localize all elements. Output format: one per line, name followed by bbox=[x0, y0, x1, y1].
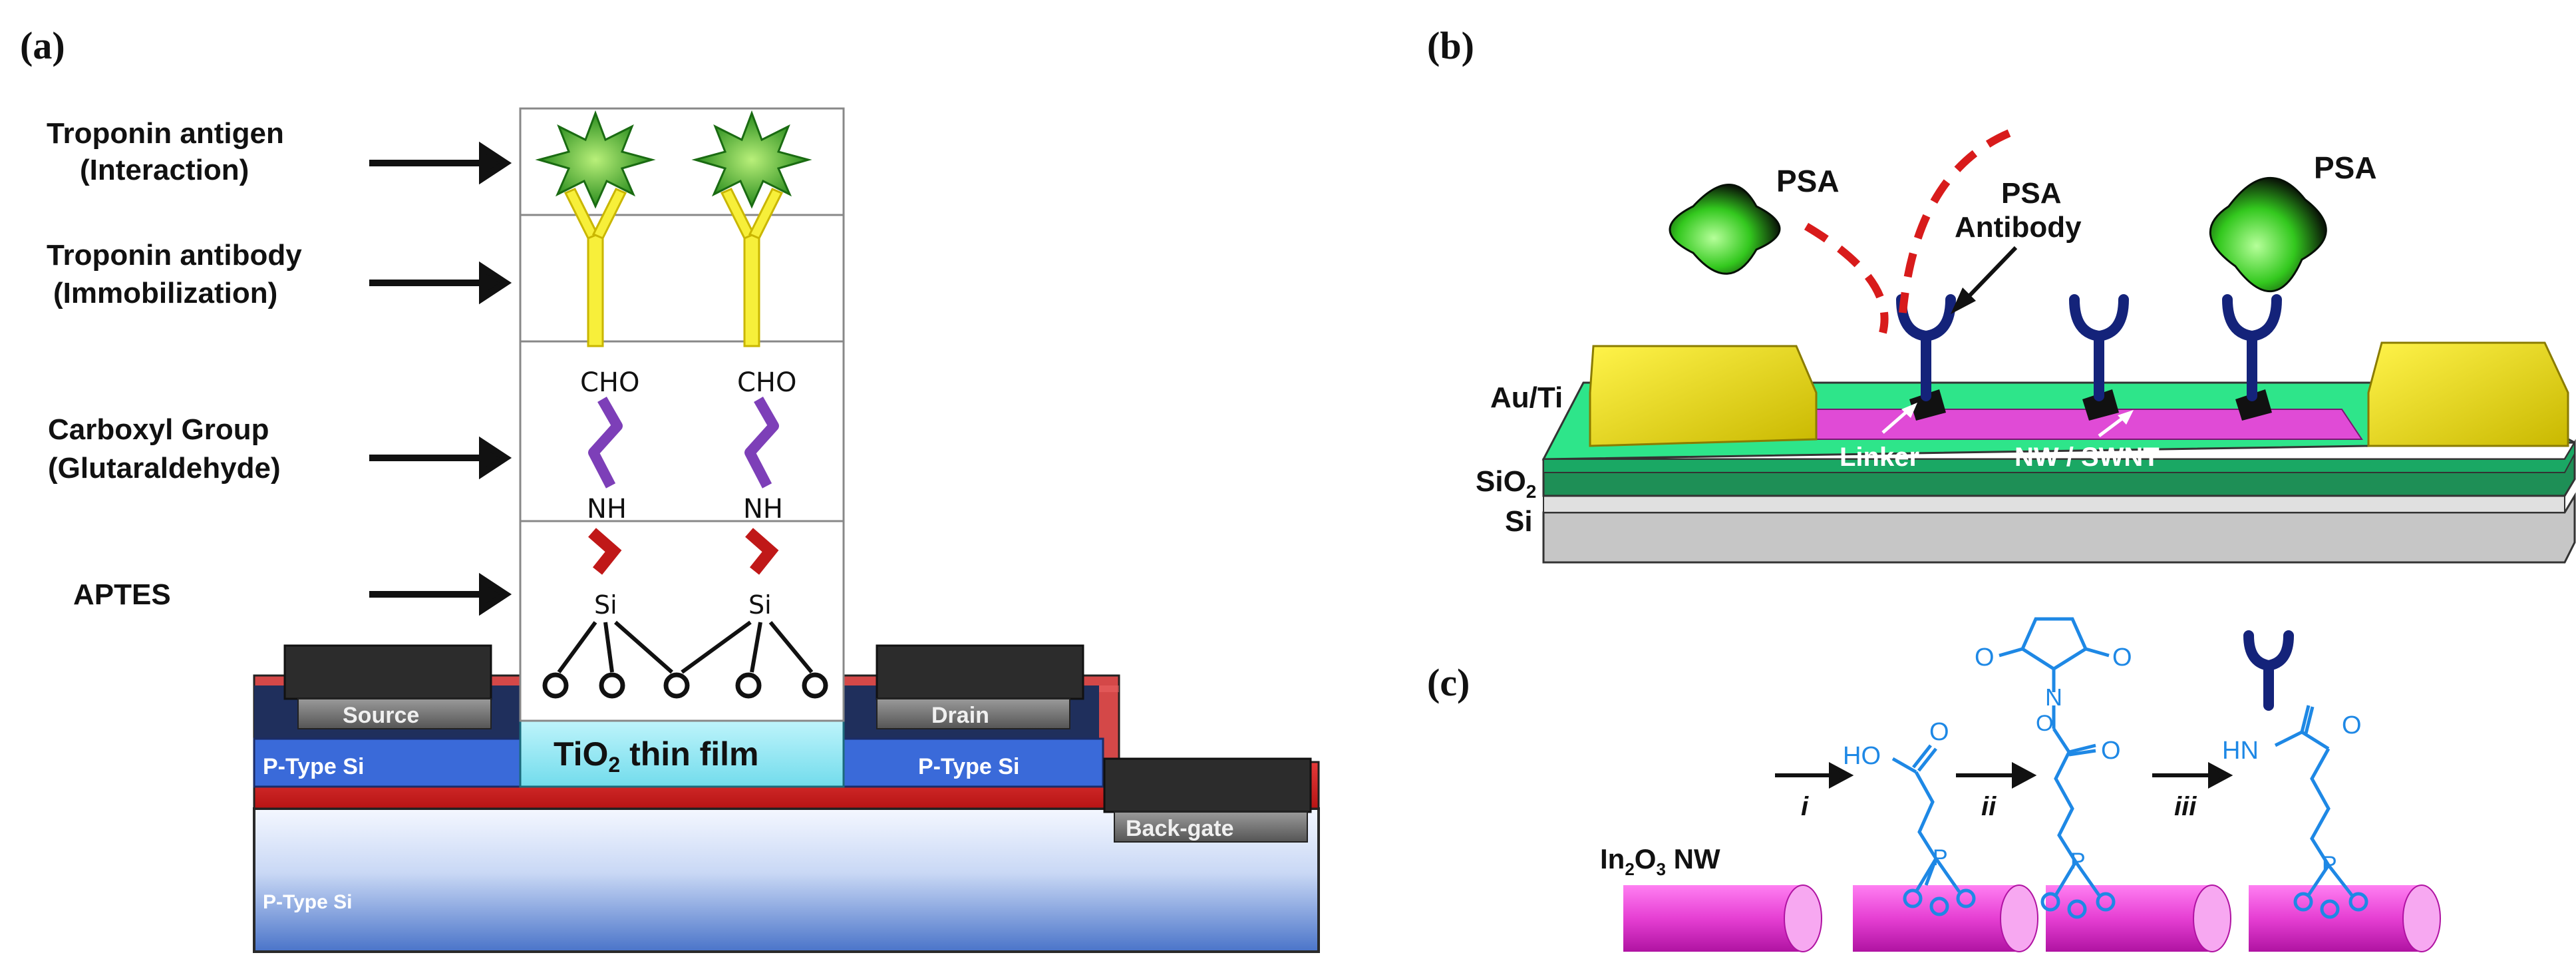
back-gate-label: Back-gate bbox=[1126, 816, 1234, 841]
tio2-film-label: TiO2 thin film bbox=[554, 735, 759, 777]
psa-antibodies bbox=[1896, 294, 2282, 401]
aptes-label: APTES bbox=[73, 578, 171, 611]
psa-antibody-label-line2: Antibody bbox=[1955, 211, 2082, 244]
sio2-label: SiO2 bbox=[1476, 465, 1536, 502]
ptype-left bbox=[253, 737, 522, 788]
antibody-label-line1: Troponin antibody bbox=[47, 239, 302, 272]
ptype-bottom-label: P-Type Si bbox=[263, 891, 352, 913]
nanowire-1 bbox=[1623, 884, 1822, 952]
psa-antibody-label-line1: PSA bbox=[2001, 177, 2061, 210]
oxygen-rings bbox=[542, 672, 828, 699]
antigen-label-line1: Troponin antigen bbox=[47, 117, 284, 150]
panel-b-label: (b) bbox=[1427, 24, 1474, 67]
si-label: Si bbox=[1505, 505, 1533, 538]
molecule-carboxylic bbox=[1891, 744, 1976, 916]
ptype-right bbox=[842, 737, 1104, 788]
pointer-arrows bbox=[369, 141, 512, 616]
in2o3-nw-label: In2O3 NW bbox=[1600, 843, 1720, 879]
ptype-right-label: P-Type Si bbox=[918, 754, 1019, 779]
panel-b: (b) PSA bbox=[1427, 24, 2576, 564]
molecule-nhs-ester bbox=[1999, 617, 2116, 919]
panel-c: (c) In2O3 NW i ii iii bbox=[1427, 617, 2441, 952]
psa-antibody-arrow-line bbox=[1961, 246, 2018, 305]
linkers bbox=[1909, 389, 2272, 421]
nh-right: NH bbox=[743, 494, 783, 524]
antigen-label-line2: (Interaction) bbox=[80, 154, 249, 186]
o-label-6: O bbox=[2342, 711, 2362, 739]
o-label-5: O bbox=[2101, 737, 2121, 765]
psa-molecule-left bbox=[1669, 184, 1781, 275]
antibody-label-line2: (Immobilization) bbox=[53, 277, 277, 309]
drain-cap bbox=[876, 644, 1084, 700]
back-gate-cap bbox=[1103, 757, 1312, 813]
aptes-chevron-left bbox=[588, 528, 622, 575]
drain-label: Drain bbox=[931, 703, 989, 728]
molecule-antibody bbox=[2243, 630, 2294, 711]
psa-left-label: PSA bbox=[1776, 164, 1840, 198]
psa-molecule-right bbox=[2209, 176, 2327, 293]
p-label-1: P bbox=[1933, 845, 1948, 871]
ho-label: HO bbox=[1843, 742, 1881, 770]
linker-arrow-head bbox=[1901, 403, 1917, 418]
carboxyl-label-line1: Carboxyl Group bbox=[48, 413, 269, 446]
cho-left: CHO bbox=[580, 367, 640, 398]
nanowire-2 bbox=[1853, 884, 2038, 952]
step-i-label: i bbox=[1801, 792, 1809, 821]
drain-electrode bbox=[876, 698, 1070, 729]
o-label-4: O bbox=[2036, 711, 2053, 736]
si-right: Si bbox=[748, 590, 772, 620]
top-platform-edge bbox=[1543, 440, 2575, 473]
psa-right-label: PSA bbox=[2314, 150, 2377, 185]
nanowire-4 bbox=[2249, 884, 2441, 952]
si-layer-face bbox=[1543, 495, 2565, 513]
nw-arrow bbox=[2098, 415, 2127, 437]
o-label-2: O bbox=[1975, 644, 1995, 672]
hn-label: HN bbox=[2222, 737, 2259, 765]
nw-swnt-label: NW / SWNT bbox=[2014, 443, 2160, 472]
back-gate-electrode bbox=[1114, 811, 1308, 843]
si-left: Si bbox=[594, 590, 617, 620]
antibody-box bbox=[519, 214, 845, 343]
glutaraldehyde-right bbox=[744, 397, 779, 488]
nh-left: NH bbox=[587, 494, 627, 524]
o-label-1: O bbox=[1929, 718, 1949, 746]
psa-path-left bbox=[1804, 222, 1889, 334]
n-label: N bbox=[2045, 683, 2062, 711]
panel-c-label: (c) bbox=[1427, 661, 1470, 704]
glutaraldehyde-left bbox=[588, 397, 623, 488]
troponin-antigen-left bbox=[535, 110, 656, 209]
source-label: Source bbox=[343, 703, 419, 728]
psa-antibody-arrow-head bbox=[1951, 288, 1976, 314]
siloxane-bonds bbox=[557, 620, 814, 674]
carboxyl-label-line2: (Glutaraldehyde) bbox=[48, 452, 281, 485]
step-ii-label: ii bbox=[1981, 792, 1997, 821]
troponin-antigen-right bbox=[691, 110, 812, 209]
au-ti-label: Au/Ti bbox=[1490, 381, 1563, 414]
aptes-chevron-right bbox=[745, 528, 779, 575]
cho-right: CHO bbox=[737, 367, 797, 398]
psa-path-right bbox=[1899, 129, 2011, 313]
linker-arrow bbox=[1881, 408, 1911, 434]
ptype-left-label: P-Type Si bbox=[263, 754, 364, 779]
nw-channel bbox=[1775, 409, 2363, 440]
reaction-arrows bbox=[1775, 761, 2233, 789]
source-cap bbox=[283, 644, 492, 700]
source-electrode bbox=[297, 698, 492, 729]
p-label-2: P bbox=[2070, 849, 2086, 874]
glutaraldehyde-box bbox=[519, 340, 845, 522]
linker-label: Linker bbox=[1840, 443, 1919, 472]
troponin-antibody-left bbox=[564, 188, 627, 347]
o-label-3: O bbox=[2112, 644, 2132, 672]
au-ti-pad-left bbox=[1589, 345, 1818, 447]
nw-arrow-head bbox=[2118, 410, 2134, 425]
troponin-antibody-right bbox=[720, 188, 784, 347]
nanowire-3 bbox=[2046, 884, 2231, 952]
step-iii-label: iii bbox=[2174, 792, 2197, 821]
panel-a-label: (a) bbox=[20, 24, 65, 67]
au-ti-pad-right bbox=[2367, 341, 2569, 447]
panel-a: (a) P-Type Si P-Type Si P-Type Si TiO2 t… bbox=[20, 24, 1320, 953]
molecule-amide bbox=[2274, 705, 2368, 919]
p-label-3: P bbox=[2322, 852, 2337, 877]
